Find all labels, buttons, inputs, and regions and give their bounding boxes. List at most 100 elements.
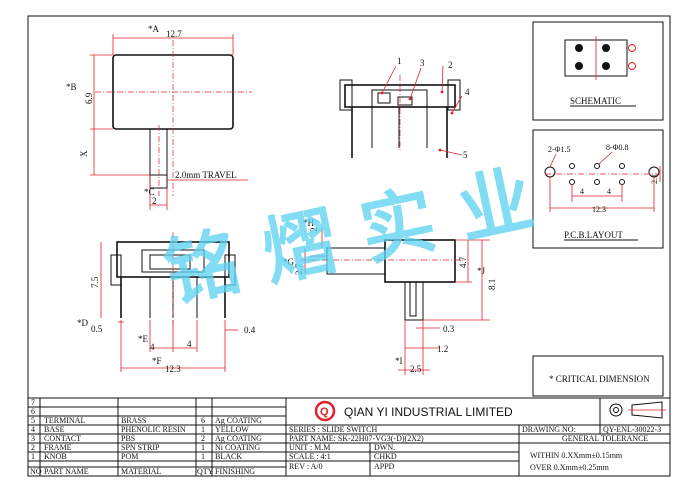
dim-e-label: *E xyxy=(138,334,149,344)
dim-7-5: 7.5 xyxy=(90,276,100,288)
dim-b-label: *B xyxy=(66,82,77,92)
title-block: Q QIAN YI INDUSTRIAL LIMITED SERIES : SL… xyxy=(285,397,671,477)
pcb-hole-b: 8-Φ0.8 xyxy=(606,143,629,152)
bom-row-1-part: KNOB xyxy=(44,452,67,461)
dim-d-label: *D xyxy=(77,318,89,328)
callout-2: 2 xyxy=(448,60,453,70)
top-view-knob xyxy=(149,128,168,176)
bom-row-1-qty: 1 xyxy=(201,452,205,461)
projection-symbol-icon xyxy=(609,401,666,419)
schematic-title: SCHEMATIC xyxy=(570,96,621,106)
dim-2-7: 2.7 xyxy=(294,263,304,275)
bom-header-finishing: FINISHING xyxy=(215,467,255,476)
dim-8-1: 8.1 xyxy=(487,279,497,290)
callout-4: 4 xyxy=(465,87,470,97)
scale-label: SCALE : 4:1 xyxy=(289,452,331,461)
dim-d-value: 0.5 xyxy=(91,324,103,334)
dim-f-value: 12.3 xyxy=(165,364,181,374)
bom-row-1-material: POM xyxy=(121,452,138,461)
pcb-dim-12-3: 12.3 xyxy=(592,205,606,214)
bom-row-5-finishing: Ag COATING xyxy=(215,416,262,425)
bom-table: 7 6 5 TERMINAL BRASS 6 Ag COATING 4 BASE… xyxy=(27,397,287,477)
dim-g-label: *G xyxy=(283,257,295,267)
drawing-no-value: QY-ENL-30022-3 xyxy=(603,425,661,434)
tolerance-within: WITHIN 0.XXmm±0.15mm xyxy=(530,451,623,460)
bom-row-4-finishing: YELLOW xyxy=(215,425,249,434)
dim-c-value: 2 xyxy=(152,196,157,206)
pcb-layout-box: 2-Φ1.5 8-Φ0.8 4 4 12.3 2.1 P.C.B.LAYOUT xyxy=(532,129,664,249)
bom-row-5-no: 5 xyxy=(31,416,35,425)
tolerance-title: GENERAL TOLERANCE xyxy=(562,434,648,443)
dim-c-label: *C xyxy=(144,187,155,197)
bom-row-3-finishing: Ag COATING xyxy=(215,434,262,443)
bom-row-3-qty: 2 xyxy=(201,434,205,443)
bom-row-2-material: SPN STRIP xyxy=(121,443,160,452)
dim-a-value: 12.7 xyxy=(166,29,182,39)
bom-header-no: NO xyxy=(30,467,42,476)
dim-i-label: *I xyxy=(395,356,403,366)
schematic-box: SCHEMATIC xyxy=(532,21,664,121)
bom-row-4-material: PHENOLIC RESIN xyxy=(121,425,186,434)
dim-0-3: 0.3 xyxy=(443,324,455,334)
critical-dimension-note: * CRITICAL DIMENSION xyxy=(549,374,650,384)
bom-row-7-no: 7 xyxy=(31,398,35,407)
critical-note-box xyxy=(532,355,664,397)
dim-f-label: *F xyxy=(152,356,162,366)
callout-1: 1 xyxy=(397,56,402,66)
pcb-dim-2-1: 2.1 xyxy=(650,174,659,184)
bom-row-2-part: FRAME xyxy=(44,443,72,452)
rev-label: REV : A/0 xyxy=(289,462,323,471)
bom-row-5-qty: 6 xyxy=(201,416,205,425)
bom-row-4-qty: 1 xyxy=(201,425,205,434)
tolerance-over: OVER 0.Xmm±0.25mm xyxy=(530,463,610,472)
dim-a-label: *A xyxy=(148,24,160,34)
bom-row-4-no: 4 xyxy=(31,425,35,434)
pcb-dim-4a: 4 xyxy=(580,187,584,196)
bom-row-5-material: BRASS xyxy=(121,416,146,425)
travel-label: 2.0mm TRAVEL xyxy=(175,170,237,180)
appd-label: APPD xyxy=(374,462,395,471)
logo-letter: Q xyxy=(320,406,329,418)
pcb-dim-4b: 4 xyxy=(607,187,611,196)
bom-row-3-part: CONTACT xyxy=(44,434,81,443)
part-name-label: PART NAME: SK-22H07-VG3(-D)(2X2) xyxy=(289,434,424,443)
top-view: *A 12.7 *B 6.9 X *C 2 2.0mm TRAVEL xyxy=(66,24,252,210)
bom-header-material: MATERIAL xyxy=(121,467,162,476)
bom-row-2-finishing: Ni COATING xyxy=(215,443,260,452)
pcb-title: P.C.B.LAYOUT xyxy=(564,230,623,240)
bom-row-2-qty: 1 xyxy=(201,443,205,452)
company-name: QIAN YI INDUSTRIAL LIMITED xyxy=(344,405,513,419)
chkd-label: CHKD xyxy=(374,452,397,461)
callout-5: 5 xyxy=(463,150,468,160)
dim-1-2: 1.2 xyxy=(437,344,448,354)
dim-2-5: 2.5 xyxy=(410,364,422,374)
dim-4-front: 4 xyxy=(187,339,192,349)
right-view: *H 2 *G 2.7 4.7 *J 8.1 0.3 1.2 *I 2.5 xyxy=(283,218,497,375)
dim-e-value: 4 xyxy=(150,342,155,352)
bom-header-part: PART NAME xyxy=(44,467,89,476)
bom-row-2-no: 2 xyxy=(31,443,35,452)
dim-0-4: 0.4 xyxy=(244,325,256,335)
dim-x-label: X xyxy=(79,150,89,157)
bom-row-6-no: 6 xyxy=(31,407,35,416)
bom-row-4-part: BASE xyxy=(44,425,65,434)
dim-b-value: 6.9 xyxy=(84,92,94,104)
unit-label: UNIT : M.M xyxy=(289,443,330,452)
callout-3: 3 xyxy=(420,58,425,68)
front-view: 7.5 *D 0.5 *E 4 4 0.4 *F 12.3 xyxy=(77,232,256,374)
company-logo xyxy=(314,400,336,422)
bom-row-3-no: 3 xyxy=(31,434,35,443)
dim-h-value: 2 xyxy=(309,228,319,233)
bom-row-5-part: TERMINAL xyxy=(44,416,85,425)
dwn-label: DWN. xyxy=(374,443,395,452)
dim-4-7: 4.7 xyxy=(458,256,468,268)
bom-row-3-material: PBS xyxy=(121,434,135,443)
dim-j-label: *J xyxy=(477,266,486,276)
side-view: 1 2 3 4 5 xyxy=(339,56,470,160)
drawing-no-label: DRAWING NO: xyxy=(522,425,576,434)
series-label: SERIES : SLIDE SWITCH xyxy=(289,425,377,434)
bom-row-1-no: 1 xyxy=(31,452,35,461)
pcb-hole-a: 2-Φ1.5 xyxy=(548,145,571,154)
bom-header-qty: QTY xyxy=(197,467,214,476)
